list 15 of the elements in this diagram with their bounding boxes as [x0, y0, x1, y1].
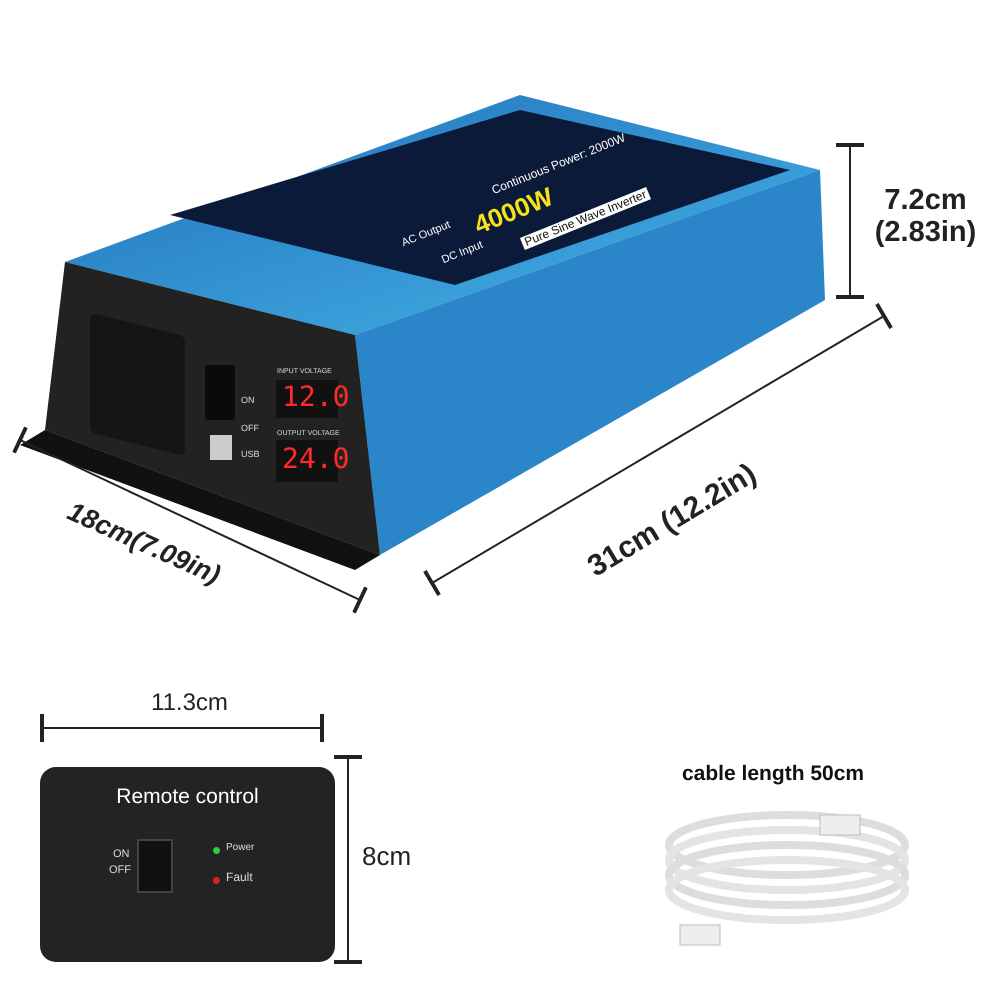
dimension-label: 8cm [362, 842, 412, 871]
remote-control-panel [40, 767, 335, 962]
panel-title: Remote control [115, 785, 260, 809]
voltage-readout: 24.0 [282, 444, 350, 475]
switch-label: ON [113, 848, 130, 860]
switch-label: OFF [109, 864, 131, 876]
dimension-label: 7.2cm (2.83in) [874, 185, 978, 249]
dimension-label: 11.3cm [151, 690, 228, 716]
cable-caption: cable length 50cm [682, 762, 864, 786]
port-label: USB [241, 450, 260, 460]
voltage-readout: 12.0 [282, 382, 350, 413]
indicator-label: Power [226, 842, 254, 853]
switch-label: ON [241, 396, 254, 406]
indicator-label: Fault [226, 871, 253, 884]
switch-label: OFF [241, 424, 259, 434]
